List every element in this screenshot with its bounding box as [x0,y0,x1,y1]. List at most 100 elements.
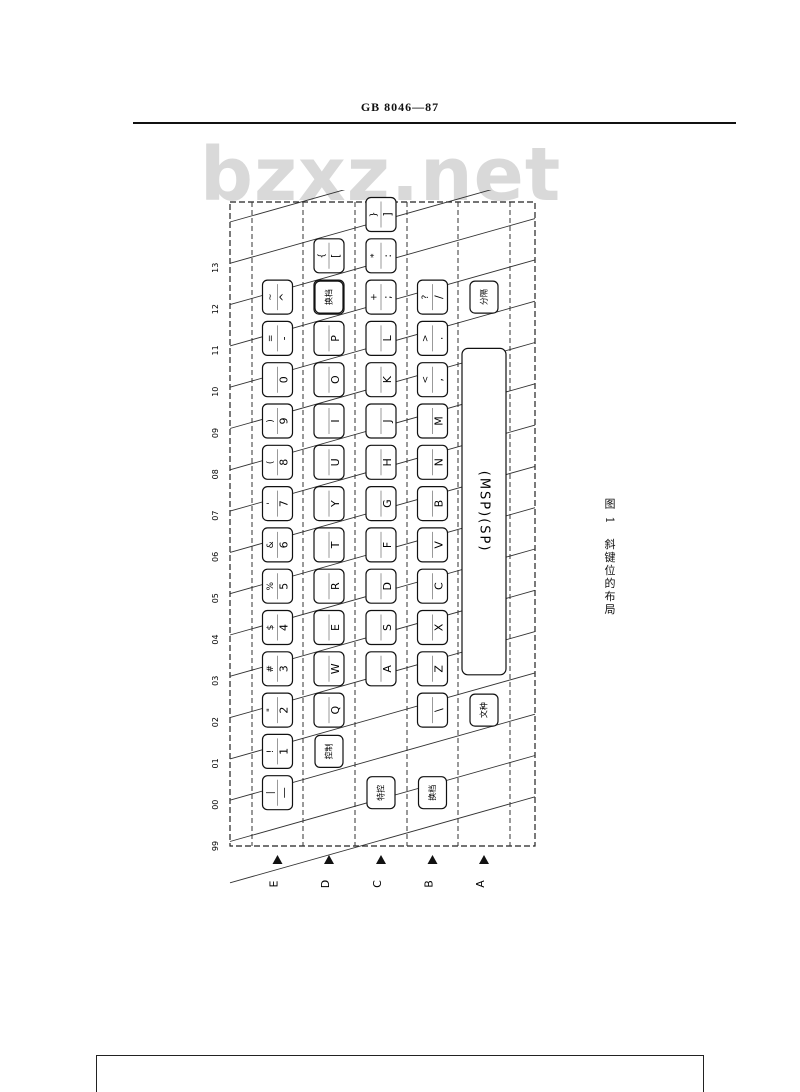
key-b11-legend-main: . [433,337,446,341]
key-b10-legend-main: , [433,378,446,382]
key-e05-legend-shift: % [266,581,276,590]
key-e12-legend-main: ^ [278,292,291,301]
key-e06-legend-shift: & [266,541,276,548]
key-b12-legend-main: / [433,295,446,299]
key-c12-legend-shift: + [370,293,380,301]
space-bar [461,347,507,676]
key-d08-legend-main: U [329,458,342,466]
key-e07-legend-main: 7 [278,500,291,507]
key-c14-legend-main: ] [381,212,394,216]
key-d13-legend-shift: { [318,253,328,259]
key-e00-legend-shift: | [266,791,276,794]
key-text-keycap [469,693,499,727]
key-d02-legend-main: Q [329,705,342,714]
key-c13-legend-shift: * [370,253,380,258]
row-label: C [371,880,384,888]
key-b02-legend-main: \ [433,708,446,712]
key-text-label: 文种 [479,702,489,718]
key-e04-legend-main: 4 [278,624,291,631]
key-shift-left-keycap [417,776,448,810]
column-label: 07 [211,511,220,521]
key-d07-legend-main: Y [329,500,342,508]
key-d10-legend-main: O [329,375,342,384]
key-c07-legend-main: G [381,499,394,508]
column-label: 99 [211,841,220,851]
page-header: GB 8046—87 [360,100,440,114]
column-label: 12 [211,304,220,314]
key-e03-legend-main: 3 [278,665,291,672]
key-c13-legend-main: : [381,254,394,258]
key-c14-legend-shift: } [370,212,380,218]
key-c03-legend-main: A [381,665,394,673]
key-e01-legend-shift: ! [266,750,276,754]
row-marker-triangle [324,855,334,864]
space-bar-label: (MSP)(SP) [477,471,492,553]
key-e08-legend-main: 8 [278,459,291,466]
row-label: D [319,880,332,888]
key-b12-legend-shift: ? [421,294,431,299]
row-label: E [268,880,281,887]
key-b09-legend-main: M [433,416,446,426]
key-e07-legend-shift: ' [266,502,276,504]
key-c06-legend-main: F [381,542,394,548]
key-d03-legend-main: W [329,663,342,674]
key-c05-legend-main: D [381,582,394,590]
key-sep-label: 分隔 [480,289,489,305]
key-e12-legend-shift: ~ [266,293,276,301]
key-b10-legend-shift: < [421,376,431,384]
row-marker-triangle [479,855,489,864]
key-b03-legend-main: Z [433,665,446,673]
key-e04-legend-shift: $ [266,625,276,631]
key-c11-legend-main: L [381,334,394,341]
footer-frame [96,1055,704,1092]
column-label: 02 [211,717,220,727]
row-label: B [423,880,436,888]
key-b04-legend-main: X [433,623,446,631]
key-e03-legend-shift: # [266,665,276,673]
key-e08-legend-shift: ( [266,461,276,465]
key-e06-legend-main: 6 [278,541,291,548]
key-e11-legend-main: - [278,336,291,340]
row-marker-triangle [376,855,386,864]
key-c09-legend-main: J [381,419,394,423]
column-label: 11 [211,345,220,355]
key-d09-legend-main: I [329,419,342,422]
key-shift-right-keycap [314,280,344,314]
key-e00-legend-main: — [278,787,291,798]
key-c10-legend-main: K [381,375,394,383]
key-c08-legend-main: H [381,458,394,466]
key-e02-legend-main: 2 [278,707,291,714]
row-label: A [474,880,487,888]
key-sep-keycap [469,280,499,314]
key-ctrl-label: 控制 [324,743,334,759]
key-b08-legend-main: N [433,458,446,466]
row-marker-triangle [272,855,283,864]
slant-line [229,796,536,884]
key-c12-legend-main: ; [381,295,394,299]
key-e02-legend-shift: " [266,708,276,712]
figure-caption: 图 1 斜键位的布局 [603,498,616,617]
key-shift-left-label: 换档 [427,785,437,801]
key-b06-legend-main: V [433,541,446,549]
row-marker-triangle [427,855,438,864]
key-e11-legend-shift: = [266,335,276,343]
column-label: 03 [211,676,220,686]
key-e10-legend-main: 0 [278,376,291,383]
column-label: 01 [211,758,220,768]
key-c04-legend-main: S [381,624,394,631]
column-label: 00 [211,800,220,810]
column-label: 13 [211,263,220,273]
key-b07-legend-main: B [433,500,446,508]
column-label: 09 [211,428,220,438]
column-label: 04 [211,634,220,644]
key-d06-legend-main: T [329,541,342,549]
key-d04-legend-main: E [329,624,342,631]
key-d13-legend-main: [ [329,254,342,258]
grid-frame [229,201,536,847]
key-d05-legend-main: R [329,582,342,590]
column-label: 08 [211,469,220,479]
key-e09-legend-main: 9 [278,418,291,425]
key-ctrl-keycap [314,734,344,769]
key-lock-label: 特控 [376,785,386,801]
